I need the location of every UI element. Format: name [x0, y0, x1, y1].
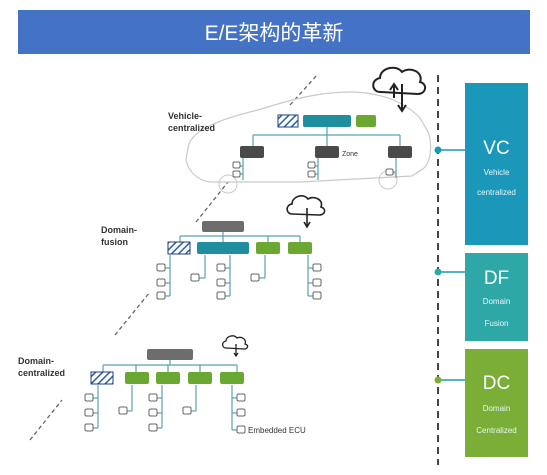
vehicle-centralized-level: Zone Vehicle- centralized: [168, 66, 432, 194]
vc-hatched-node: [277, 114, 299, 128]
vc-connections: [238, 127, 401, 180]
domain-fusion-level: Domain- fusion: [101, 195, 326, 300]
dc-green-node-4: [220, 372, 244, 384]
evolution-arrows: [29, 73, 319, 441]
df-green-node-1: [256, 242, 280, 254]
cloud-icon-large: [372, 66, 426, 113]
vc-green-node: [356, 115, 376, 127]
fusion-label-line2: fusion: [101, 237, 128, 247]
stage-dot-df: [434, 268, 442, 276]
evolution-dash-3: [195, 181, 229, 223]
embedded-ecu-label: Embedded ECU: [248, 426, 306, 435]
stage-dc-line2: Centralized: [476, 426, 516, 435]
stage-vc-line2: centralized: [477, 188, 516, 197]
dc-green-node-2: [156, 372, 180, 384]
evolution-dash-2: [114, 291, 151, 336]
stage-dot-vc: [434, 146, 442, 154]
df-top-node: [202, 221, 244, 232]
stage-df: DF Domain Fusion: [465, 253, 528, 341]
stage-boxes: VC Vehicle centralized DF Domain Fusion …: [434, 83, 528, 457]
cloud-icon-medium: [286, 195, 326, 229]
zone-label: Zone: [342, 151, 358, 158]
df-domain-controller: [197, 242, 249, 254]
cloud-icon-small: [221, 335, 249, 358]
evolution-dash-1: [29, 399, 63, 441]
car-outline: [185, 91, 432, 183]
vehicle-label-line1: Vehicle-: [168, 111, 202, 121]
fusion-label-line1: Domain-: [101, 225, 137, 235]
stage-df-line2: Fusion: [484, 319, 508, 328]
stage-df-line1: Domain: [483, 297, 511, 306]
df-green-node-2: [288, 242, 312, 254]
dc-green-node-1: [125, 372, 149, 384]
stage-vc-line1: Vehicle: [484, 168, 510, 177]
dc-green-node-3: [188, 372, 212, 384]
dc-connections: [93, 360, 238, 431]
title-bar: E/E架构的革新: [18, 10, 530, 54]
stage-dc-abbr: DC: [483, 373, 510, 394]
stage-df-abbr: DF: [484, 268, 509, 289]
car-wheel-front: [218, 174, 238, 194]
stage-vc: VC Vehicle centralized: [465, 83, 528, 245]
centralized-label-line1: Domain-: [18, 356, 54, 366]
dc-top-node: [147, 349, 193, 360]
domain-centralized-level: Embedded ECU Domain- centralized: [18, 335, 306, 435]
vc-ecus: [232, 161, 394, 178]
df-connections: [165, 232, 313, 297]
dc-hatched-node: [90, 371, 114, 385]
centralized-label-line2: centralized: [18, 368, 65, 378]
stage-dc-line1: Domain: [483, 404, 511, 413]
stage-dc: DC Domain Centralized: [465, 349, 528, 457]
stage-dot-dc: [434, 376, 442, 384]
evolution-dash-4: [289, 73, 319, 106]
stage-connectors: [438, 149, 465, 381]
vc-central-computer: [303, 115, 351, 127]
diagram-title: E/E架构的革新: [204, 22, 344, 45]
df-ecus: [156, 263, 322, 300]
dc-ecus: [84, 393, 246, 434]
df-hatched-node: [167, 241, 191, 255]
vehicle-label-line2: centralized: [168, 123, 215, 133]
vc-zone-node-2: [315, 146, 339, 158]
vc-zone-node-1: [240, 146, 264, 158]
stage-vc-abbr: VC: [483, 138, 509, 159]
vc-zone-node-3: [388, 146, 412, 158]
